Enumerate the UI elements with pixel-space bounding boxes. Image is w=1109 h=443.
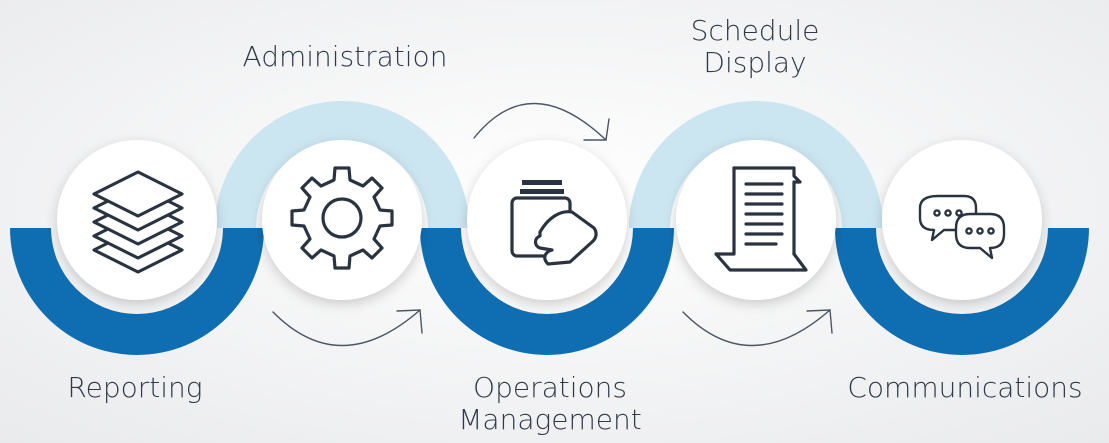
circle-schedule <box>676 140 836 300</box>
ribbon-arch-reporting <box>10 228 264 355</box>
step-label-schedule-display: Schedule Display <box>690 14 820 79</box>
ribbon-arch-administration <box>215 101 469 228</box>
flow-arrow-3 <box>682 309 833 347</box>
circle-operations <box>467 140 627 300</box>
flow-arrow-2 <box>473 102 610 141</box>
step-label-operations-management: Operations Management <box>458 371 642 436</box>
chat-bubbles-icon <box>918 194 1006 260</box>
document-icon <box>714 166 808 272</box>
gear-icon <box>290 166 394 270</box>
ribbon-arch-schedule <box>629 101 883 228</box>
flow-arrow-1 <box>272 309 423 347</box>
layers-icon <box>92 170 184 274</box>
step-label-administration: Administration <box>242 40 448 73</box>
ribbon-arch-operations <box>420 228 674 355</box>
ribbon-arch-communications <box>835 228 1089 355</box>
hand-card-icon <box>510 180 598 266</box>
step-label-reporting: Reporting <box>67 371 203 404</box>
circle-administration <box>262 140 422 300</box>
step-label-communications: Communications <box>847 371 1083 404</box>
